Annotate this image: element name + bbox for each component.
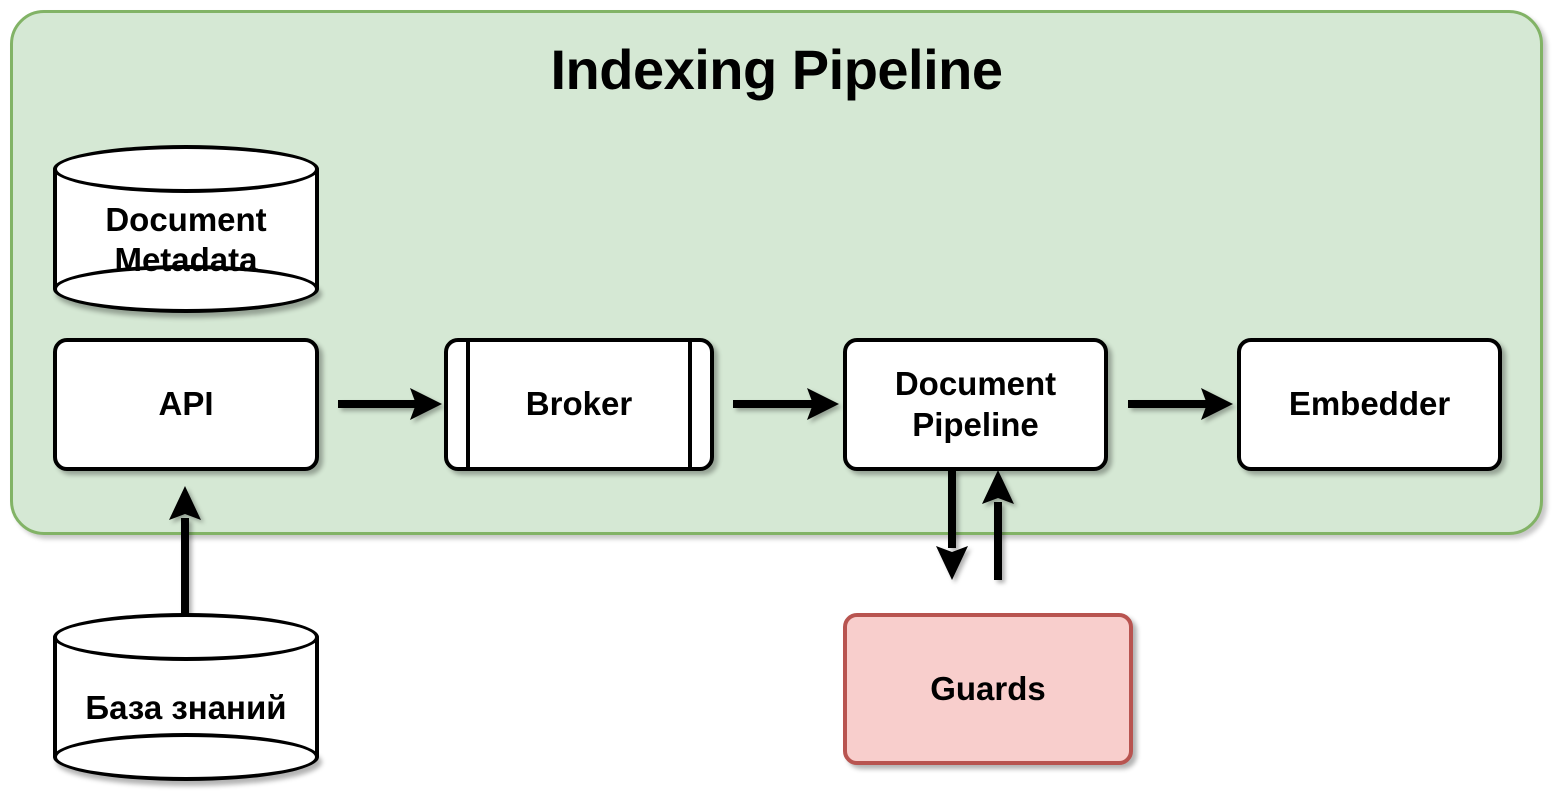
broker-right-divider xyxy=(688,338,692,471)
node-knowledge-base[interactable]: База знаний xyxy=(53,613,319,781)
node-label-knowledge-base: База знаний xyxy=(85,688,287,726)
cylinder-top-ellipse xyxy=(53,145,319,193)
arrow-document-pipeline-to-guards xyxy=(934,470,970,580)
arrow-guards-to-document-pipeline xyxy=(980,470,1016,580)
broker-left-divider xyxy=(466,338,470,471)
node-label-document-metadata: Document Metadata xyxy=(105,200,267,278)
group-title: Indexing Pipeline xyxy=(550,38,1003,101)
node-label-guards: Guards xyxy=(930,669,1046,707)
node-label-document-pipeline: Document Pipeline xyxy=(894,365,1057,443)
node-embedder[interactable]: Embedder xyxy=(1237,338,1502,471)
node-document-metadata[interactable]: Document Metadata xyxy=(53,145,319,313)
node-broker[interactable]: Broker xyxy=(444,338,714,471)
cylinder-bottom-ellipse xyxy=(53,265,319,313)
arrow-knowledge-base-to-api xyxy=(167,486,203,619)
cylinder-top-ellipse xyxy=(53,613,319,661)
node-api[interactable]: API xyxy=(53,338,319,471)
node-label-api: API xyxy=(158,385,214,423)
arrow-broker-to-document-pipeline xyxy=(733,386,839,422)
arrow-document-pipeline-to-embedder xyxy=(1128,386,1233,422)
arrow-api-to-broker xyxy=(338,386,442,422)
node-label-broker: Broker xyxy=(525,385,633,423)
node-guards[interactable]: Guards xyxy=(843,613,1133,765)
cylinder-bottom-ellipse xyxy=(53,733,319,781)
node-label-embedder: Embedder xyxy=(1288,385,1451,423)
node-document-pipeline[interactable]: Document Pipeline xyxy=(843,338,1108,471)
